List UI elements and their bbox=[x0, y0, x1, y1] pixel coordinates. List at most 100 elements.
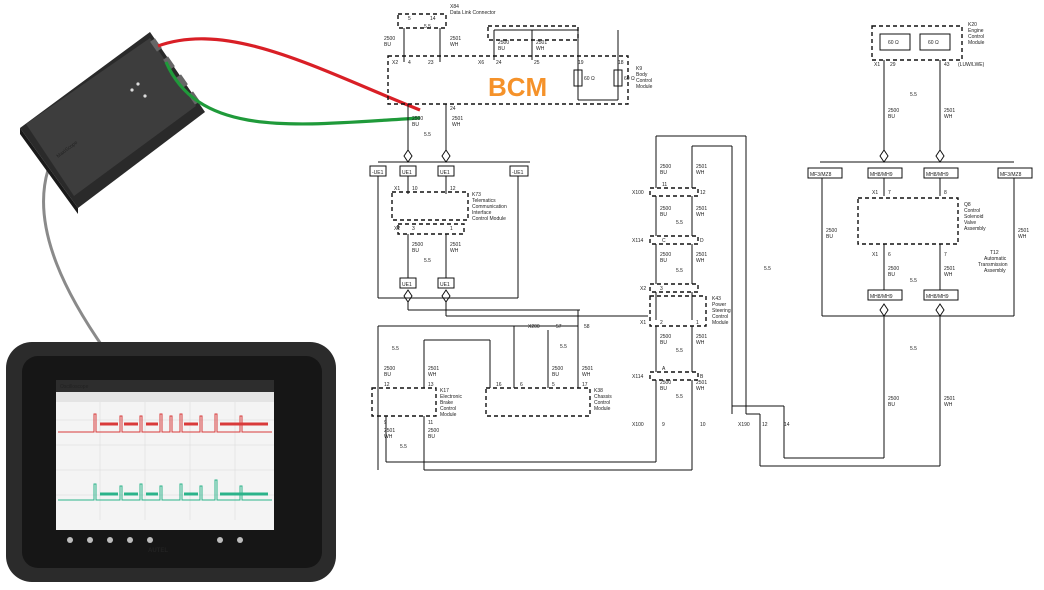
wire-label: 2501 bbox=[384, 428, 395, 434]
wire-label: BU bbox=[660, 212, 667, 218]
pin-label: 8 bbox=[944, 190, 947, 196]
screen-title: Oscilloscope bbox=[60, 384, 89, 390]
resistor-label: 60 Ω bbox=[928, 40, 939, 46]
k17-name: Brake bbox=[440, 400, 453, 406]
k9-name: Control bbox=[636, 78, 652, 84]
wire-label: 2500 bbox=[660, 164, 671, 170]
wire-label: 2501 bbox=[582, 366, 593, 372]
back-icon[interactable] bbox=[67, 537, 73, 543]
wire-label: 2500 bbox=[428, 428, 439, 434]
option-box bbox=[923, 167, 959, 179]
wire-label: WH bbox=[384, 434, 393, 440]
wire-label: BU bbox=[660, 258, 667, 264]
termination-resistor bbox=[919, 33, 951, 51]
connector-label: X1 bbox=[640, 320, 646, 326]
connector-label: X1 bbox=[394, 186, 400, 192]
connector-label: X6 bbox=[478, 60, 484, 66]
vci-icon[interactable] bbox=[147, 537, 153, 543]
k43-id: K43 bbox=[712, 296, 721, 302]
x100-connector bbox=[649, 187, 699, 197]
wire-label: 2500 bbox=[384, 36, 395, 42]
k20-id: K20 bbox=[968, 22, 977, 28]
option-label: UE1 bbox=[402, 170, 412, 176]
splice-diamond bbox=[879, 303, 889, 317]
pin-label: 10 bbox=[700, 422, 706, 428]
scope-top-face bbox=[26, 38, 196, 196]
connector-label: X2 bbox=[394, 226, 400, 232]
option-label: MH8/MH9 bbox=[870, 172, 893, 178]
option-label: UE1 bbox=[402, 282, 412, 288]
option-box bbox=[867, 289, 903, 301]
scan-tool-tablet: Oscilloscope AUTEL bbox=[6, 342, 336, 582]
status-led bbox=[136, 82, 140, 86]
wire-label: WH bbox=[696, 386, 705, 392]
pin-label: 25 bbox=[534, 60, 540, 66]
splice-diamond bbox=[441, 289, 451, 303]
pin-label: C bbox=[662, 238, 666, 244]
wire-label: 2501 bbox=[944, 266, 955, 272]
wire-label: 2500 bbox=[384, 366, 395, 372]
option-label: -UE1 bbox=[372, 170, 384, 176]
camera-icon[interactable] bbox=[127, 537, 133, 543]
x84-name: Data Link Connector bbox=[450, 10, 496, 16]
k17-name: Control bbox=[440, 406, 456, 412]
connector-label: X1 bbox=[872, 190, 878, 196]
k43-connector-top bbox=[649, 283, 699, 293]
can-high-trace bbox=[58, 413, 272, 433]
k20-box bbox=[871, 25, 963, 61]
wiring: X84 Data Link Connector 5 14 2500 BU 250… bbox=[369, 4, 1033, 471]
k17-box bbox=[371, 387, 437, 417]
option-label: MF3/MZ8 bbox=[810, 172, 832, 178]
q8-name: Assembly bbox=[964, 226, 986, 232]
usb-cable bbox=[42, 169, 107, 351]
connector-label: X114 bbox=[632, 238, 644, 244]
option-box bbox=[997, 167, 1033, 179]
screen-toolbar bbox=[56, 392, 274, 402]
k38-name: Chassis bbox=[594, 394, 612, 400]
t12-name: Assembly bbox=[984, 268, 1006, 274]
pin-label: 24 bbox=[496, 60, 502, 66]
q8-name: Valve bbox=[964, 220, 976, 226]
scope-grid bbox=[56, 402, 274, 520]
pin-label: 43 bbox=[944, 62, 950, 68]
connector-label: X190 bbox=[738, 422, 750, 428]
can-low-trace bbox=[58, 479, 272, 501]
pin-label: 11 bbox=[662, 182, 667, 188]
wire-label: 2501 bbox=[696, 164, 707, 170]
wire-label: WH bbox=[944, 402, 953, 408]
recent-icon[interactable] bbox=[107, 537, 113, 543]
wire-label: BU bbox=[826, 234, 833, 240]
q8-id: Q8 bbox=[964, 202, 971, 208]
splice-diamond bbox=[403, 289, 413, 303]
pin-label: 17 bbox=[582, 382, 588, 388]
pin-label: 12 bbox=[450, 186, 456, 192]
option-box bbox=[867, 167, 903, 179]
splice-diamond bbox=[403, 149, 413, 163]
twist-label: 5.5 bbox=[910, 92, 917, 98]
termination-resistor bbox=[573, 69, 583, 87]
k9-name: Body bbox=[636, 72, 648, 78]
wire-label: 2501 bbox=[696, 380, 707, 386]
k9-name: Module bbox=[636, 84, 653, 90]
home-icon[interactable] bbox=[87, 537, 93, 543]
scope-module: MaxiScope bbox=[20, 32, 205, 351]
wire-label: WH bbox=[428, 372, 437, 378]
splice-diamond bbox=[935, 149, 945, 163]
wire-label: WH bbox=[450, 42, 459, 48]
k20-name: Control bbox=[968, 34, 984, 40]
connector-label: X114 bbox=[632, 374, 644, 380]
k43-name: Steering bbox=[712, 308, 731, 314]
probe-port bbox=[176, 74, 188, 88]
option-box bbox=[923, 289, 959, 301]
wire-label: 2500 bbox=[660, 252, 671, 258]
connector-label: X1 bbox=[874, 62, 880, 68]
settings-icon[interactable] bbox=[217, 537, 223, 543]
wire-label: 2500 bbox=[660, 380, 671, 386]
pin-label: 1 bbox=[450, 226, 453, 232]
wire-label: BU bbox=[660, 170, 667, 176]
wire-label: 2501 bbox=[696, 334, 707, 340]
k43-name: Power bbox=[712, 302, 727, 308]
t12-name: Automatic bbox=[984, 256, 1007, 262]
twist-label: 5.5 bbox=[910, 346, 917, 352]
